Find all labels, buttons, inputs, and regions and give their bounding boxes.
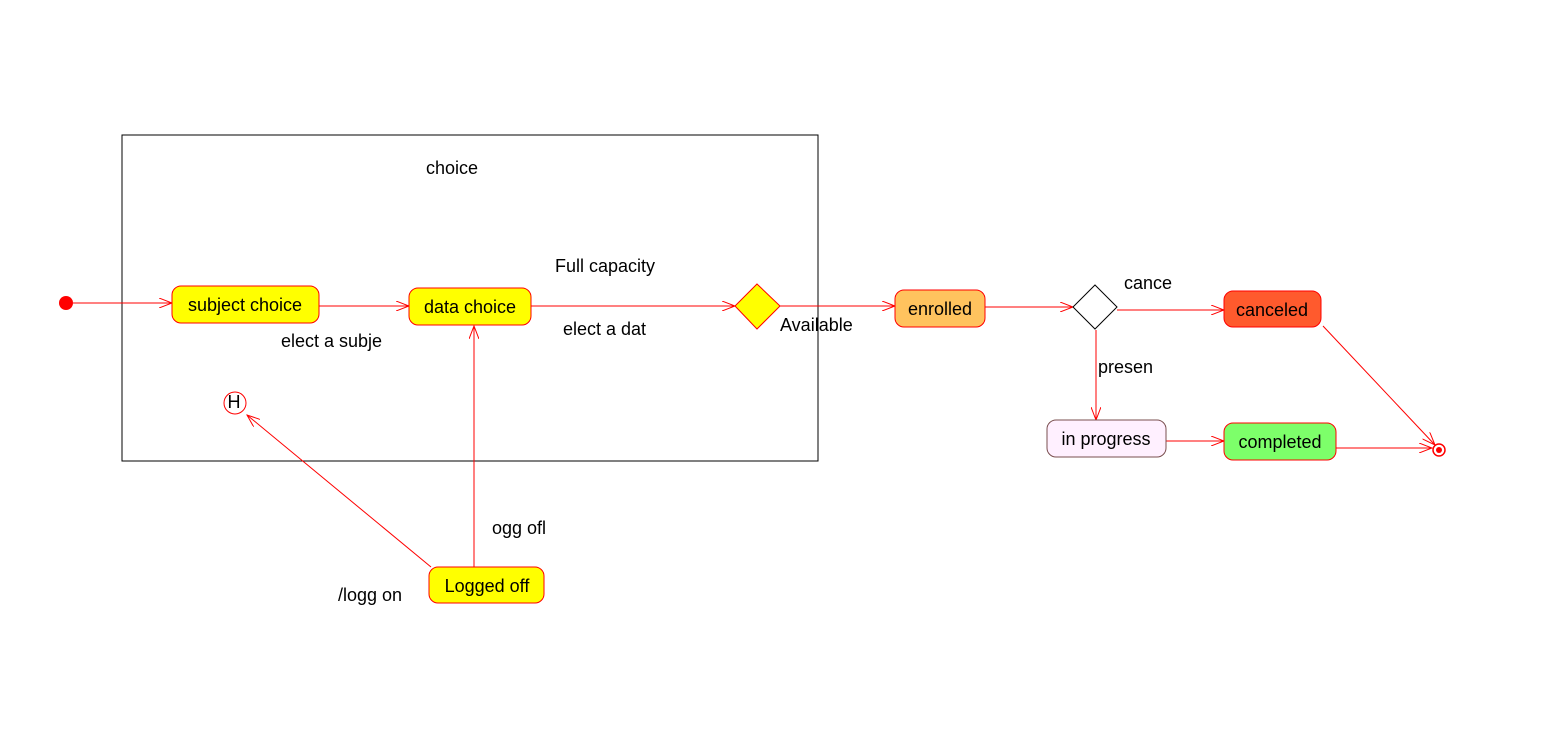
state-label: Logged off — [445, 576, 531, 596]
state-label: completed — [1238, 432, 1321, 452]
composite-state-choice — [121, 134, 819, 462]
state-label: canceled — [1236, 300, 1308, 320]
state-completed: completed — [1223, 422, 1337, 461]
label-full-capacity: Full capacity — [555, 256, 655, 276]
label-log-on: /logg on — [338, 585, 402, 605]
state-label: data choice — [424, 297, 516, 317]
label-available: Available — [780, 315, 853, 335]
state-in-progress: in progress — [1046, 419, 1167, 458]
label-select-data: elect a dat — [563, 319, 646, 339]
state-logged-off: Logged off — [428, 566, 545, 604]
state-subject-choice: subject choice — [171, 285, 320, 324]
edge-logged-off-to-history — [247, 415, 432, 568]
state-enrolled: enrolled — [894, 289, 986, 328]
initial-state — [59, 296, 73, 310]
history-label: H — [228, 392, 241, 412]
label-present: presen — [1098, 357, 1153, 377]
composite-state-title: choice — [426, 158, 478, 178]
label-select-subject: elect a subje — [281, 331, 382, 351]
state-label: in progress — [1061, 429, 1150, 449]
state-label: subject choice — [188, 295, 302, 315]
state-data-choice: data choice — [408, 287, 532, 326]
history-state: H — [223, 391, 247, 415]
label-cancel: cance — [1124, 273, 1172, 293]
state-label: enrolled — [908, 299, 972, 319]
label-log-off: ogg ofl — [492, 518, 546, 538]
decision-status — [1072, 284, 1118, 330]
edge-canceled-to-final — [1322, 325, 1435, 445]
decision-capacity — [734, 283, 781, 330]
final-state-inner — [1436, 447, 1442, 453]
state-canceled: canceled — [1223, 290, 1322, 328]
